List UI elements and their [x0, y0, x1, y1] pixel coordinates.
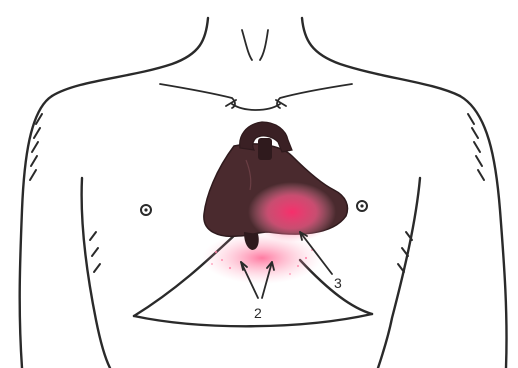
right-arm-line [460, 96, 507, 368]
left-neck-line [52, 18, 208, 96]
left-torso-side [82, 178, 110, 368]
referred-pain-area-heart [248, 182, 336, 242]
right-torso-side [378, 178, 420, 368]
sternal-notch [232, 104, 280, 110]
callout-3-label: 3 [334, 275, 342, 291]
pulmonary-trunk [258, 138, 272, 160]
abdomen-curve [134, 314, 372, 326]
neck-trachea [242, 30, 268, 60]
right-clavicle [277, 84, 352, 108]
right-neck-line [302, 18, 460, 96]
left-clavicle [160, 84, 235, 108]
heart-shape [204, 122, 348, 250]
callout-2-label: 2 [254, 305, 262, 321]
clavicle-lines [160, 30, 352, 110]
